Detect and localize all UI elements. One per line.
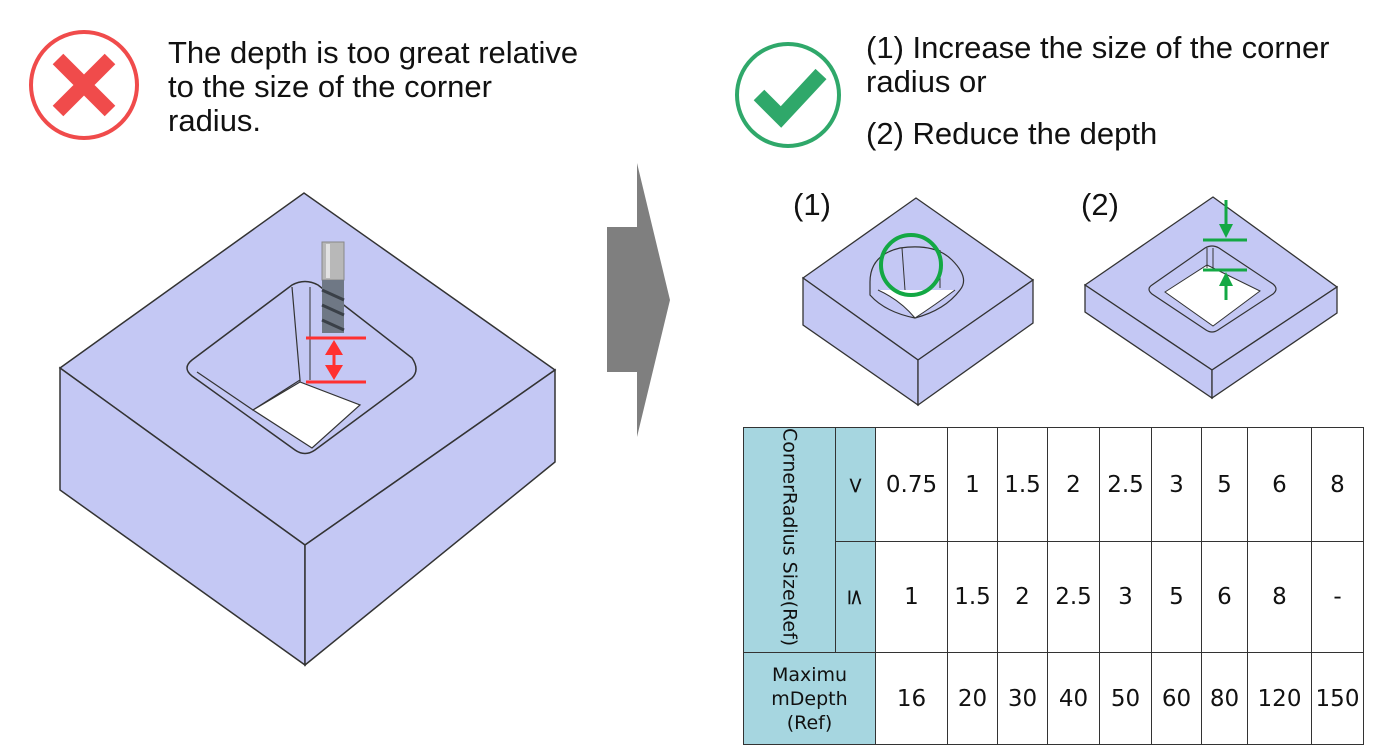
depth-dimension-red	[306, 336, 366, 384]
solution-line-2: radius or	[866, 64, 987, 99]
depth-value-cell: 16	[875, 652, 948, 745]
le-value-cell: 1.5	[947, 541, 998, 654]
solution-line-1: (1) Increase the size of the corner	[866, 30, 1330, 65]
corner-radius-header: CornerRadius Size(Ref)	[743, 426, 836, 654]
gt-value-cell: 8	[1311, 426, 1364, 543]
gt-value-cell: 2.5	[1099, 426, 1152, 543]
le-value-cell: 8	[1247, 541, 1312, 654]
depth-value-cell: 80	[1201, 652, 1248, 745]
gt-value-cell: 3	[1151, 426, 1202, 543]
le-value-cell: 3	[1099, 541, 1152, 654]
gt-value-cell: 5	[1201, 426, 1248, 543]
gt-value-cell: 0.75	[875, 426, 948, 543]
le-value-cell: 5	[1151, 541, 1202, 654]
problem-line-2: to the size of the corner	[168, 69, 492, 104]
end-mill-tool	[321, 241, 345, 333]
problem-line-1: The depth is too great relative	[168, 35, 579, 70]
depth-value-cell: 20	[947, 652, 998, 745]
depth-value-cell: 60	[1151, 652, 1202, 745]
depth-value-cell: 150	[1311, 652, 1364, 745]
le-value-cell: 6	[1201, 541, 1248, 654]
block-option-2	[1083, 196, 1339, 400]
x-circle-icon	[29, 30, 139, 140]
option-1-label: (1)	[793, 187, 831, 222]
table-row-le: ≤ 1 1.5 2 2.5 3 5 6 8 -	[744, 541, 1364, 654]
gt-value-cell: 1	[947, 426, 998, 543]
depth-value-cell: 30	[997, 652, 1048, 745]
le-value-cell: 2	[997, 541, 1048, 654]
depth-value-cell: 40	[1047, 652, 1100, 745]
solution-option-1: (1) Increase the size of the corner radi…	[866, 31, 1396, 99]
le-value-cell: -	[1311, 541, 1364, 654]
solution-option-2: (2) Reduce the depth	[866, 116, 1158, 151]
gt-symbol-cell: >	[835, 426, 876, 543]
le-symbol-cell: ≤	[835, 541, 876, 654]
depth-dimension-green	[1203, 200, 1247, 300]
right-arrow-icon	[607, 163, 670, 437]
depth-value-cell: 50	[1099, 652, 1152, 745]
le-value-cell: 2.5	[1047, 541, 1100, 654]
le-value-cell: 1	[875, 541, 948, 654]
gt-value-cell: 2	[1047, 426, 1100, 543]
gt-value-cell: 1.5	[997, 426, 1048, 543]
large-block	[58, 192, 557, 667]
gt-value-cell: 6	[1247, 426, 1312, 543]
depth-value-cell: 120	[1247, 652, 1312, 745]
max-depth-header: Maximu mDepth (Ref)	[743, 652, 876, 745]
check-circle-icon	[735, 42, 841, 148]
problem-line-3: radius.	[168, 103, 262, 138]
table-row-depth: Maximu mDepth (Ref) 16 20 30 40 50 60 80…	[743, 652, 1364, 745]
diagram-canvas	[29, 30, 1339, 667]
option-2-label: (2)	[1081, 187, 1119, 222]
problem-description: The depth is too great relative to the s…	[168, 36, 668, 138]
corner-radius-depth-table: CornerRadius Size(Ref) > 0.75 1 1.5 2 2.…	[743, 426, 1364, 745]
block-option-1	[801, 197, 1035, 407]
table-row-gt: CornerRadius Size(Ref) > 0.75 1 1.5 2 2.…	[743, 426, 1364, 654]
